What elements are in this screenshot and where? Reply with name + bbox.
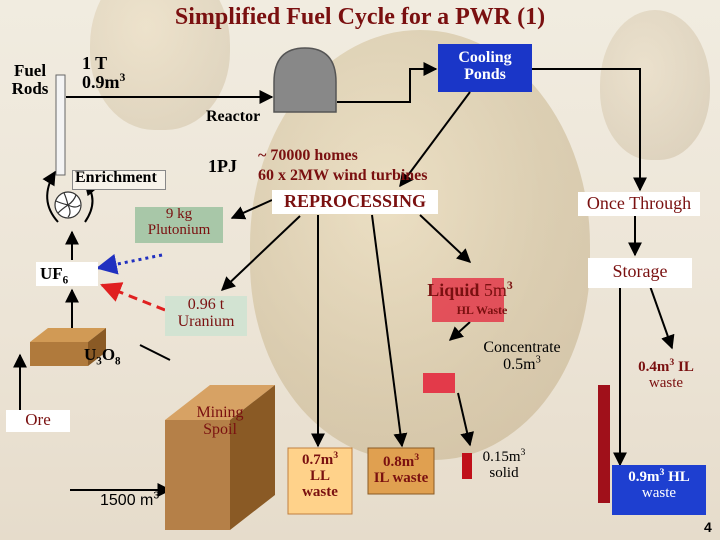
plutonium-label: 9 kg Plutonium (147, 206, 211, 238)
one-pj-label: 1PJ (208, 156, 237, 176)
uf6-label: UF6 (40, 264, 69, 287)
hl-waste-liquid-label: HL Waste (456, 303, 508, 317)
reprocessing-box (272, 190, 438, 214)
hl-waste-box (612, 465, 706, 515)
il-superscript: 3 (414, 452, 420, 463)
liquid-label: Liquid 5m3 (420, 279, 520, 300)
ll-text: LL waste (302, 467, 338, 500)
concentrate-text: Concentrate (483, 339, 561, 356)
wind-turbines-label: 60 x 2MW wind turbines (258, 167, 428, 184)
cooling-ponds-box (438, 44, 532, 92)
hl-superscript: 3 (659, 467, 665, 478)
il-waste-box (367, 447, 435, 495)
liquid-text: Liquid (427, 280, 480, 300)
solid-volume: 0.15m (482, 449, 521, 465)
enrichment-box (72, 170, 166, 190)
one-tonne-label: 1 T 0.9m3 (82, 54, 125, 92)
il-volume: 0.8m (382, 454, 415, 470)
mining-spoil-label: Mining Spoil (196, 404, 244, 438)
ore-volume-value: 1500 m (100, 492, 154, 509)
ore-volume-label: 1500 m3 (100, 490, 160, 510)
liquid-superscript: 3 (506, 279, 513, 292)
hl-waste-tall-box (598, 385, 610, 503)
concentrate-label: Concentrate 0.5m3 (462, 339, 582, 374)
il-waste-right-label: 0.4m3 IL waste (616, 357, 716, 392)
solid-label: 0.15m3 solid (474, 447, 534, 482)
hl-waste-label: 0.9m3 HL waste (612, 467, 706, 502)
il-right-superscript: 3 (669, 357, 675, 368)
o-text: O (101, 345, 116, 364)
reactor-label: Reactor (206, 108, 261, 125)
homes-label: ~ 70000 homes (258, 147, 358, 164)
ore-label: Ore (25, 410, 51, 429)
u-text: U (84, 345, 97, 364)
il-waste-label: 0.8m3 IL waste (366, 452, 436, 487)
background-balloon (90, 0, 230, 130)
uranium-label: 0.96 t Uranium (177, 296, 235, 330)
once-through-label: Once Through (586, 193, 692, 213)
centrifuge-icon (54, 191, 82, 219)
liquid-box (432, 278, 504, 322)
background-balloon (600, 10, 710, 160)
ll-volume: 0.7m (301, 452, 334, 468)
solid-box (462, 453, 472, 479)
uranium-box (165, 296, 247, 336)
il-text: IL waste (373, 469, 429, 486)
fuel-rods-label: Fuel Rods (11, 61, 49, 98)
o-subscript: 8 (115, 355, 121, 368)
storage-box (588, 258, 692, 288)
solid-superscript: 3 (520, 447, 526, 458)
ll-waste-label: 0.7m3 LL waste (288, 450, 352, 500)
u3o8-cube (30, 328, 106, 366)
page-title: Simplified Fuel Cycle for a PWR (1) (174, 4, 546, 30)
mining-spoil-cube (165, 385, 275, 530)
ll-superscript: 3 (333, 450, 339, 461)
uf6-box (36, 262, 98, 286)
storage-label: Storage (612, 261, 668, 281)
ore-volume-superscript: 3 (153, 490, 160, 502)
page-number: 4 (704, 519, 712, 535)
cooling-ponds-label: Cooling Ponds (458, 49, 512, 83)
enrichment-label: Enrichment (75, 169, 157, 186)
once-through-box (578, 192, 700, 216)
il-right-unit: IL (674, 359, 694, 375)
u3o8-label: U3O8 (84, 345, 121, 368)
u-subscript: 3 (96, 355, 102, 368)
liquid-volume: 5m (479, 280, 507, 300)
il-right-text: waste (648, 374, 684, 391)
uf-subscript: 6 (62, 274, 69, 287)
il-right-volume: 0.4m (638, 359, 670, 375)
hl-unit: HL (664, 469, 690, 485)
ore-box (6, 410, 70, 432)
concentrate-volume: 0.5m (503, 355, 536, 373)
hl-volume: 0.9m (628, 469, 660, 485)
ll-waste-box (287, 447, 353, 515)
uf-text: UF (40, 264, 63, 283)
reprocessing-label: REPROCESSING (283, 191, 427, 211)
volume-value: 0.9m (82, 71, 120, 92)
concentrate-box (423, 373, 455, 393)
solid-text: solid (489, 464, 519, 481)
reactor-dome (273, 47, 337, 113)
plutonium-box (135, 207, 223, 243)
concentrate-superscript: 3 (535, 354, 541, 366)
fuel-rod (55, 74, 66, 176)
cubic-superscript: 3 (119, 70, 126, 84)
one-t-value: 1 T (82, 53, 108, 73)
hl-text: waste (641, 484, 677, 501)
